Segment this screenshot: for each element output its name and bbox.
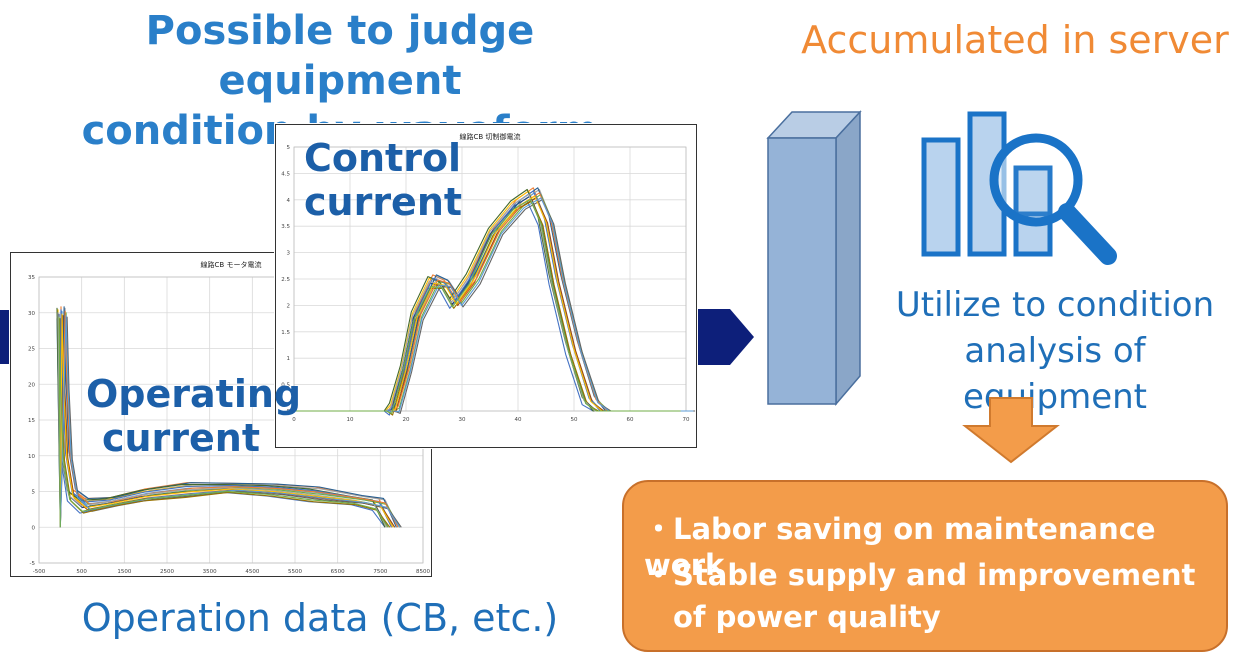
series-line [294, 190, 679, 412]
down-arrow [962, 397, 1060, 464]
analysis-icon [921, 111, 1117, 265]
y-tick-label: 1.5 [281, 330, 290, 336]
x-tick-label: 3500 [203, 569, 217, 575]
operating-label-line1: Operating [86, 372, 302, 416]
series-line [294, 195, 686, 412]
y-tick-label: 35 [28, 275, 35, 281]
x-tick-label: 6500 [331, 569, 345, 575]
y-tick-label: 2.5 [281, 277, 290, 283]
y-tick-label: 30 [28, 311, 35, 317]
x-tick-label: 5500 [288, 569, 302, 575]
y-tick-label: 1 [287, 356, 291, 362]
x-tick-label: 8500 [416, 569, 430, 575]
y-tick-label: 0.5 [281, 383, 290, 389]
benefit-3: of power quality [644, 600, 941, 634]
right-arrow [690, 309, 754, 365]
operating-current-label: Operating current [86, 372, 302, 460]
series-line [294, 193, 679, 412]
y-tick-label: 0 [287, 409, 291, 415]
series-line [294, 197, 694, 413]
y-tick-label: 3.5 [281, 224, 290, 230]
chart-title: 線路CB モータ電流 [201, 260, 262, 269]
series-line [59, 315, 401, 528]
x-tick-label: 70 [683, 417, 690, 423]
x-tick-label: 10 [347, 417, 354, 423]
series-line [294, 192, 686, 412]
x-tick-label: 20 [403, 417, 410, 423]
x-tick-label: 30 [459, 417, 466, 423]
x-tick-label: 0 [292, 417, 296, 423]
y-tick-label: 4.5 [281, 171, 290, 177]
series-line [294, 195, 681, 412]
x-tick-label: 2500 [160, 569, 174, 575]
y-tick-label: 5 [32, 490, 36, 496]
x-tick-label: 4500 [245, 569, 259, 575]
series-line [294, 190, 685, 412]
x-tick-label: 7500 [373, 569, 387, 575]
chart-title: 線路CB 切制御電流 [460, 132, 521, 141]
control-label-line2: current [304, 180, 463, 224]
x-tick-label: 40 [515, 417, 522, 423]
x-tick-label: 60 [627, 417, 634, 423]
series-line [294, 199, 681, 414]
y-tick-label: 20 [28, 382, 35, 388]
x-tick-label: 500 [76, 569, 87, 575]
y-tick-label: 10 [28, 454, 35, 460]
operating-label-line2: current [101, 416, 261, 460]
y-tick-label: 4 [287, 198, 291, 204]
control-label-line1: Control [304, 136, 462, 180]
benefit-2: ・Stable supply and improvement [644, 558, 1196, 592]
x-tick-label: 50 [571, 417, 578, 423]
series-line [294, 197, 688, 413]
server-title: Accumulated in server [801, 18, 1229, 62]
utilize-line2: analysis of equipment [963, 331, 1147, 417]
y-tick-label: 2 [287, 303, 291, 309]
y-tick-label: 0 [32, 525, 36, 531]
control-current-chart: 線路CB 切制御電流 0 10 20 30 40 50 60 70 0 0.5 1 1.5 2 2.5 3 3.… [281, 132, 696, 423]
x-tick-label: -500 [33, 569, 46, 575]
utilize-line1: Utilize to condition [895, 285, 1215, 325]
y-tick-label: 3 [287, 251, 291, 257]
series-line [59, 316, 402, 528]
y-tick-label: 25 [28, 347, 35, 353]
y-tick-label: -5 [30, 561, 36, 567]
top-title-line1: Possible to judge equipment [145, 8, 535, 104]
series-line [58, 316, 389, 528]
benefit-1: ・Labor saving on maintenance work [644, 512, 1156, 582]
operation-data-label: Operation data (CB, etc.) [81, 596, 559, 640]
server-icon [766, 110, 862, 406]
utilize-label: Utilize to condition analysis of equipme… [870, 282, 1240, 420]
benefits-box: ・Labor saving on maintenance work ・Stabl… [622, 480, 1228, 652]
plot-area [293, 146, 687, 412]
control-current-label: Control current [304, 136, 462, 224]
control-current-chart-panel: 線路CB 切制御電流 0 10 20 30 40 50 60 70 0 0.5 1 1.5 2 2.5 3 3.… [275, 124, 697, 448]
series-line [57, 312, 388, 528]
series-line [59, 313, 394, 528]
series-line [294, 199, 696, 414]
x-tick-label: 1500 [117, 569, 131, 575]
y-tick-label: 5 [287, 145, 291, 151]
y-tick-label: 15 [28, 418, 35, 424]
